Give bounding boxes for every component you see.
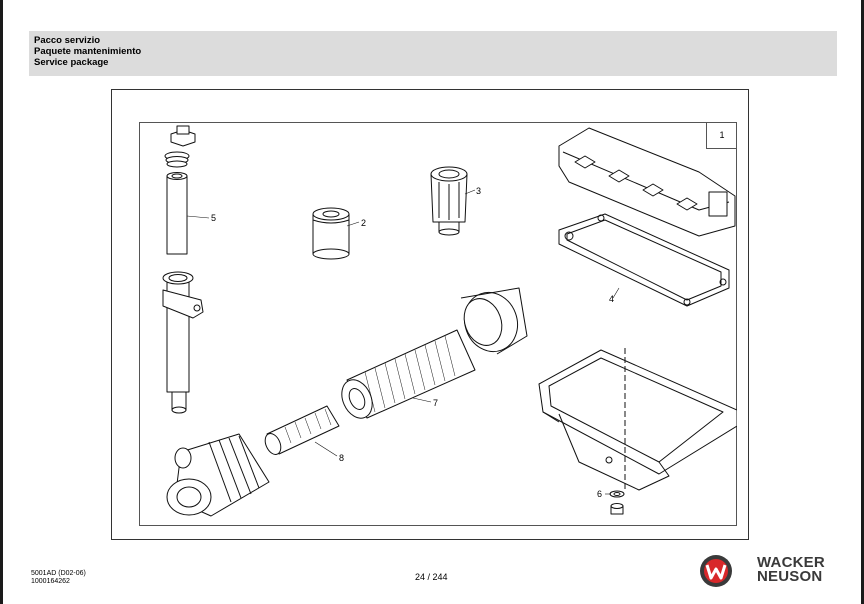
title-italian: Pacco servizio (34, 35, 101, 46)
callout-leaders (186, 189, 620, 495)
air-filter-cover (460, 287, 528, 355)
title-english: Service package (34, 57, 109, 68)
right-edge (861, 0, 864, 604)
callout-6: 6 (597, 489, 602, 499)
part-6-drain-plug (609, 490, 625, 515)
part-7-air-filter-element (341, 329, 476, 419)
part-5-oil-filler-assembly (162, 125, 204, 414)
part-number: 1000164262 (31, 578, 70, 585)
part-8-safety-element (264, 405, 340, 455)
oil-sump-pan (538, 348, 737, 492)
figure-number: 1 (706, 122, 737, 149)
document-title-band: Pacco servizio Paquete mantenimiento Ser… (29, 31, 837, 76)
exploded-parts-drawing: 5 2 3 4 7 8 6 (162, 125, 737, 517)
part-1-valve-cover (558, 127, 736, 237)
document-code-block: 5001AD (D02-06) 1000164262 (31, 570, 86, 586)
part-3-fuel-filter (430, 166, 468, 236)
figure-inner-frame (139, 122, 737, 526)
callout-5: 5 (211, 213, 216, 223)
callout-2: 2 (361, 218, 366, 228)
brand-line-2: NEUSON (757, 568, 823, 585)
brand-wordmark: WACKER NEUSON (757, 554, 839, 585)
callout-3: 3 (476, 186, 481, 196)
brand-line-1: WACKER (757, 554, 825, 571)
callout-8: 8 (339, 453, 344, 463)
callout-7: 7 (433, 398, 438, 408)
air-filter-housing (166, 433, 270, 517)
page-number: 24 / 244 (415, 572, 448, 582)
callout-4: 4 (609, 294, 614, 304)
wacker-neuson-logo-icon (700, 555, 732, 587)
part-4-valve-cover-gasket (558, 213, 730, 307)
figure-outer-frame (111, 89, 749, 540)
part-2-oil-filter (312, 207, 350, 260)
left-edge (0, 0, 3, 604)
doc-code: 5001AD (D02-06) (31, 570, 86, 577)
title-spanish: Paquete mantenimiento (34, 46, 142, 57)
